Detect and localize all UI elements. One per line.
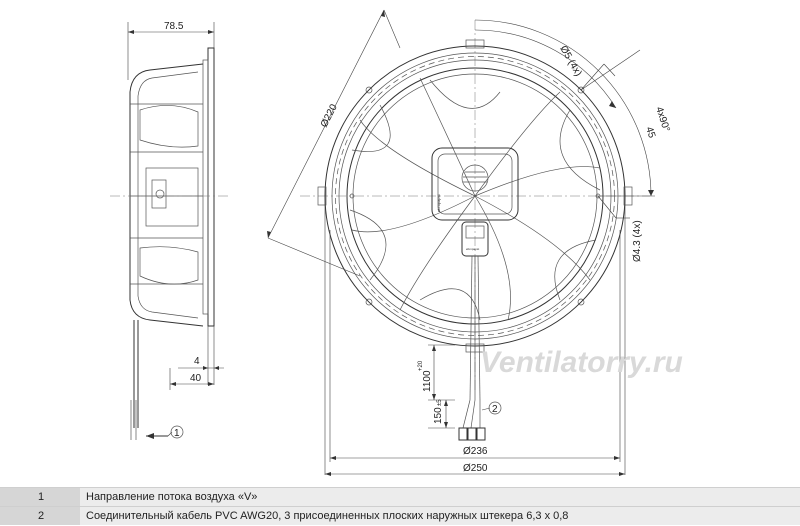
- connector-brand-label: ebmpapst: [466, 247, 479, 251]
- callout-2-label: 2: [492, 404, 498, 415]
- front-view: ebmpapst ebmpapst 2 1100 +20 150 ±5: [267, 9, 672, 476]
- dim-mount-label: 40: [190, 373, 202, 384]
- callout-1-label: 1: [174, 428, 180, 439]
- legend-num: 1: [0, 488, 80, 506]
- dim-depth-label: 78.5: [164, 21, 184, 32]
- dim-strip-length-label: 150: [433, 407, 444, 424]
- motor-brand-label: ebmpapst: [436, 194, 441, 212]
- dim-outer-diameter-label: Ø220: [319, 102, 340, 129]
- legend-table: 1 Направление потока воздуха «V» 2 Соеди…: [0, 487, 800, 525]
- dim-angle-45-label: 45: [643, 126, 657, 140]
- watermark: Ventilatorry.ru: [480, 346, 683, 379]
- dim-width-236-label: Ø236: [463, 446, 488, 457]
- dim-cable-length-tol: +20: [418, 360, 424, 371]
- dim-hole-d43-label: Ø4.3 (4x): [632, 220, 643, 262]
- legend-row-1: 1 Направление потока воздуха «V»: [0, 487, 800, 506]
- dim-strip-tol: ±5: [437, 399, 443, 406]
- motor-hub: [431, 147, 519, 221]
- dim-cable-length-label: 1100: [422, 370, 433, 392]
- dim-flange-label: 4: [194, 356, 200, 367]
- legend-row-2: 2 Соединительный кабель PVC AWG20, 3 при…: [0, 506, 800, 525]
- side-view: 78.5 4 40: [110, 21, 230, 440]
- dim-angle-label: 4x90°: [653, 106, 671, 134]
- technical-drawing: 78.5 4 40: [110, 9, 683, 476]
- legend-text: Направление потока воздуха «V»: [80, 488, 800, 506]
- legend-num: 2: [0, 507, 80, 525]
- legend-text: Соединительный кабель PVC AWG20, 3 присо…: [80, 507, 800, 525]
- dim-width-250-label: Ø250: [463, 463, 488, 474]
